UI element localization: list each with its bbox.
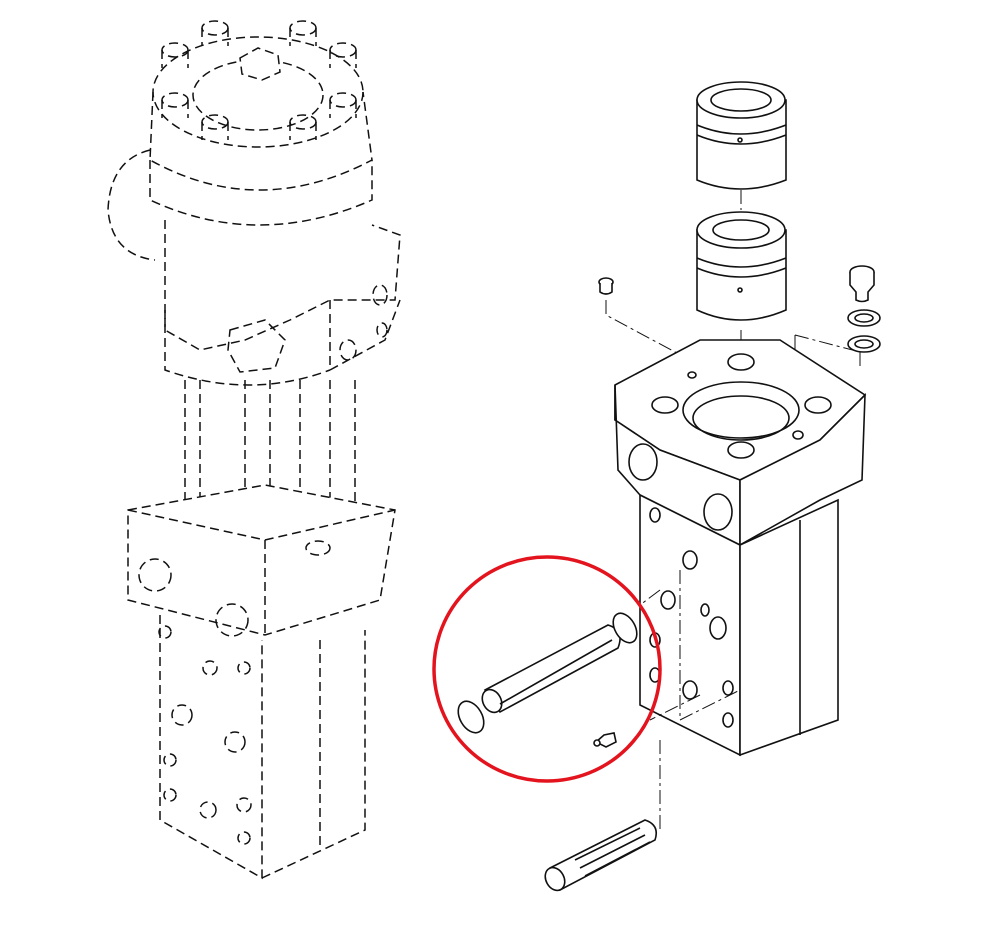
bottom-pin bbox=[544, 819, 658, 892]
upper-bushing bbox=[696, 81, 787, 190]
side-fitting bbox=[107, 149, 156, 261]
highlight-circle bbox=[432, 555, 662, 783]
right-assembly bbox=[457, 81, 881, 892]
flange-bolts bbox=[161, 20, 357, 140]
plug-and-washers bbox=[847, 265, 881, 353]
left-assembly-phantom bbox=[107, 20, 401, 880]
upper-housing bbox=[164, 220, 401, 386]
grease-nipple bbox=[593, 732, 617, 748]
tie-rods bbox=[184, 380, 356, 565]
lower-block-phantom bbox=[127, 484, 396, 880]
lower-bushing bbox=[696, 211, 787, 321]
small-screw bbox=[598, 277, 614, 295]
pin-with-o-rings bbox=[457, 612, 638, 734]
main-block bbox=[614, 339, 867, 757]
top-flange bbox=[149, 36, 373, 226]
